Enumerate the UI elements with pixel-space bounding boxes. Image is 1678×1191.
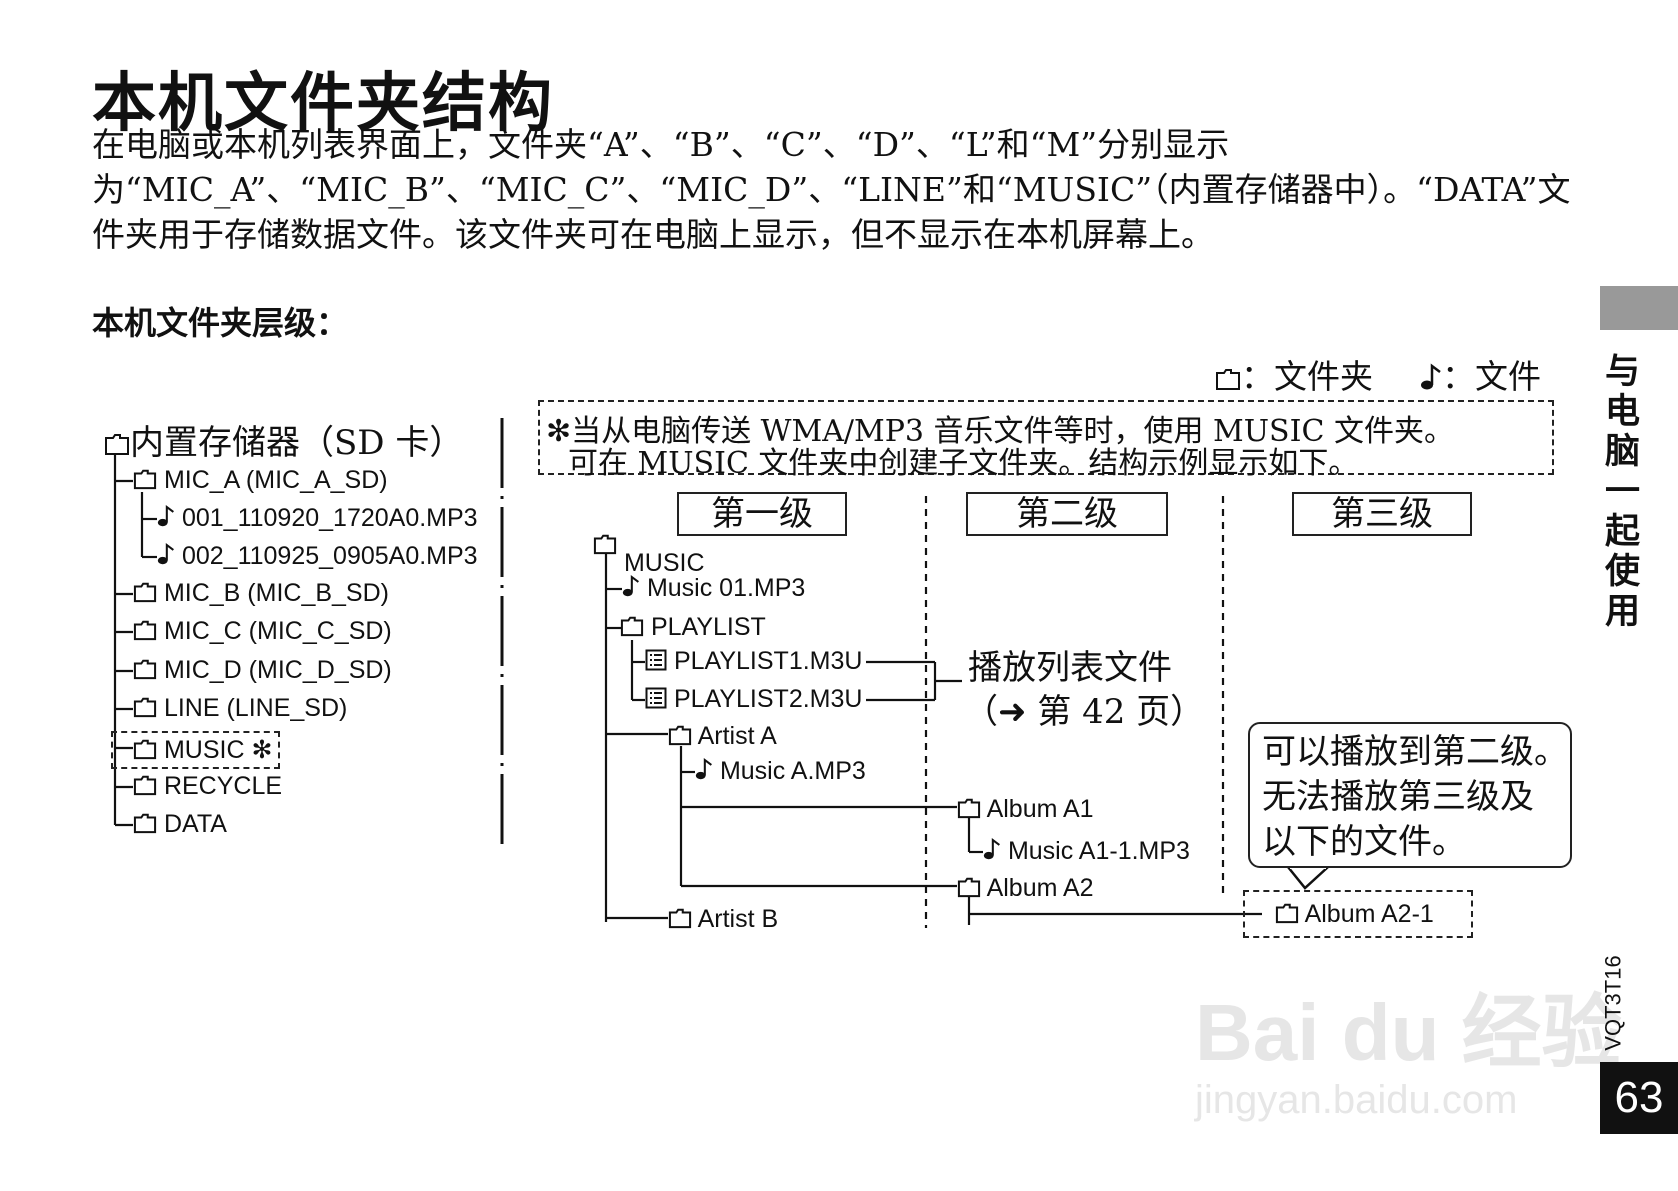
music-file-label: Music 01.MP3 xyxy=(646,574,806,602)
music-root: MUSIC xyxy=(593,533,705,577)
playback-level-callout: 可以播放到第二级。 无法播放第三级及 以下的文件。 xyxy=(1248,722,1572,868)
section-heading: 本机文件夹层级： xyxy=(92,304,349,342)
music-note-icon xyxy=(622,574,639,597)
music-note-icon xyxy=(157,504,174,527)
tree-item-recycle: RECYCLE xyxy=(133,772,282,801)
watermark-brand: Bai du 经验 xyxy=(1195,988,1622,1077)
callout-line-3: 以下的文件。 xyxy=(1262,822,1466,862)
tree-item-mic-c: MIC_C (MIC_C_SD) xyxy=(133,617,392,646)
folder-icon xyxy=(105,434,129,455)
callout-line-1: 可以播放到第二级。 xyxy=(1262,732,1568,772)
music-a1-label: Music A1-1.MP3 xyxy=(1007,837,1190,865)
legend-file-label: ：文件 xyxy=(1442,357,1541,396)
callout-line-2: 无法播放第三级及 xyxy=(1262,777,1534,817)
tree-item-music: MUSIC ✻ xyxy=(111,731,281,769)
album-a2-folder: Album A2 xyxy=(957,874,1094,903)
document-code: VQT3T16 xyxy=(1600,950,1640,1060)
tree-item-label: MIC_B (MIC_B_SD) xyxy=(163,579,389,607)
artist-a-folder: Artist A xyxy=(668,722,777,751)
music-a-file: Music A.MP3 xyxy=(695,757,866,786)
folder-icon xyxy=(133,739,157,760)
folder-icon xyxy=(133,620,157,641)
playlist-file-2: PLAYLIST2.M3U xyxy=(645,685,862,714)
tree-item-mic-a: MIC_A (MIC_A_SD) xyxy=(133,466,388,495)
playlist-note-line-1: 播放列表文件 xyxy=(968,648,1172,688)
music-note-icon xyxy=(695,757,712,780)
folder-icon xyxy=(1275,903,1299,924)
playlist-file-label: PLAYLIST1.M3U xyxy=(673,647,863,675)
album-a1-folder: Album A1 xyxy=(957,795,1094,824)
music-file-01: Music 01.MP3 xyxy=(622,574,805,603)
tree-root: 内置存储器（SD 卡） xyxy=(104,415,463,464)
tree-item-label: 002_110925_0905A0.MP3 xyxy=(181,542,478,570)
tree-root-label: 内置存储器（SD 卡） xyxy=(130,423,464,463)
tree-item-label: LINE (LINE_SD) xyxy=(163,694,348,722)
folder-icon xyxy=(957,798,981,819)
folder-icon xyxy=(133,659,157,680)
tree-item-label: MUSIC ✻ xyxy=(163,736,273,764)
tree-item-line: LINE (LINE_SD) xyxy=(133,694,347,723)
playlist-icon xyxy=(645,649,667,671)
folder-icon xyxy=(133,582,157,603)
music-note-icon xyxy=(1421,363,1441,390)
level-2-header: 第二级 xyxy=(966,492,1168,536)
folder-icon xyxy=(133,469,157,490)
level-3-header: 第三级 xyxy=(1292,492,1472,536)
album-a2-label: Album A2 xyxy=(986,874,1094,902)
music-note-icon xyxy=(983,837,1000,860)
artist-a-label: Artist A xyxy=(697,722,777,750)
playlist-icon xyxy=(645,687,667,709)
album-a21-folder: Album A2-1 xyxy=(1243,890,1473,938)
legend-folder-label: ：文件夹 xyxy=(1241,357,1373,396)
tree-item-label: MIC_A (MIC_A_SD) xyxy=(163,466,388,494)
folder-icon xyxy=(133,813,157,834)
music-a-label: Music A.MP3 xyxy=(719,757,866,785)
page-title: 本机文件夹结构 xyxy=(92,67,554,141)
note-line-2: 可在 MUSIC 文件夹中创建子文件夹。结构示例显示如下。 xyxy=(568,446,1359,481)
tree-item-data: DATA xyxy=(133,810,227,839)
folder-icon xyxy=(1216,369,1240,390)
level-1-header: 第一级 xyxy=(677,492,847,536)
music-root-label: MUSIC xyxy=(623,549,705,577)
tree-item-file-1: 001_110920_1720A0.MP3 xyxy=(157,504,478,533)
folder-icon xyxy=(593,534,617,555)
tree-item-mic-b: MIC_B (MIC_B_SD) xyxy=(133,579,389,608)
tree-item-label: MIC_D (MIC_D_SD) xyxy=(163,656,392,684)
tree-item-label: RECYCLE xyxy=(163,772,283,800)
playlist-folder: PLAYLIST xyxy=(620,613,766,642)
folder-icon xyxy=(957,877,981,898)
playlist-folder-label: PLAYLIST xyxy=(650,613,766,641)
tree-item-label: 001_110920_1720A0.MP3 xyxy=(181,504,478,532)
intro-paragraph: 在电脑或本机列表界面上，文件夹“A”、“B”、“C”、“D”、“L”和“M”分别… xyxy=(92,125,1571,254)
playlist-file-label: PLAYLIST2.M3U xyxy=(673,685,863,713)
folder-icon xyxy=(668,725,692,746)
folder-icon xyxy=(668,908,692,929)
folder-icon xyxy=(133,775,157,796)
music-a1-file: Music A1-1.MP3 xyxy=(983,837,1190,866)
album-a21-label: Album A2-1 xyxy=(1304,900,1434,928)
section-tab-label: 与电脑一起使用 xyxy=(1605,352,1641,632)
tree-item-file-2: 002_110925_0905A0.MP3 xyxy=(157,542,478,571)
music-folder-note: ✻当从电脑传送 WMA/MP3 音乐文件等时，使用 MUSIC 文件夹。 可在 … xyxy=(538,400,1554,481)
legend: ：文件夹 ：文件 xyxy=(1215,350,1541,398)
playlist-file-1: PLAYLIST1.M3U xyxy=(645,647,862,676)
playlist-note-line-2: （➜ 第 42 页） xyxy=(964,692,1205,732)
music-note-icon xyxy=(157,542,174,565)
document-code-text: VQT3T16 xyxy=(1600,955,1626,1051)
watermark-url: jingyan.baidu.com xyxy=(1195,1078,1518,1122)
artist-b-folder: Artist B xyxy=(668,905,778,934)
page-number: 63 xyxy=(1600,1062,1678,1134)
section-tab-marker xyxy=(1600,286,1678,330)
folder-icon xyxy=(133,697,157,718)
tree-item-label: DATA xyxy=(163,810,227,838)
tree-item-label: MIC_C (MIC_C_SD) xyxy=(163,617,392,645)
folder-icon xyxy=(620,616,644,637)
tree-item-mic-d: MIC_D (MIC_D_SD) xyxy=(133,656,392,685)
album-a1-label: Album A1 xyxy=(986,795,1094,823)
artist-b-label: Artist B xyxy=(697,905,779,933)
note-line-1: ✻当从电脑传送 WMA/MP3 音乐文件等时，使用 MUSIC 文件夹。 xyxy=(546,414,1454,449)
